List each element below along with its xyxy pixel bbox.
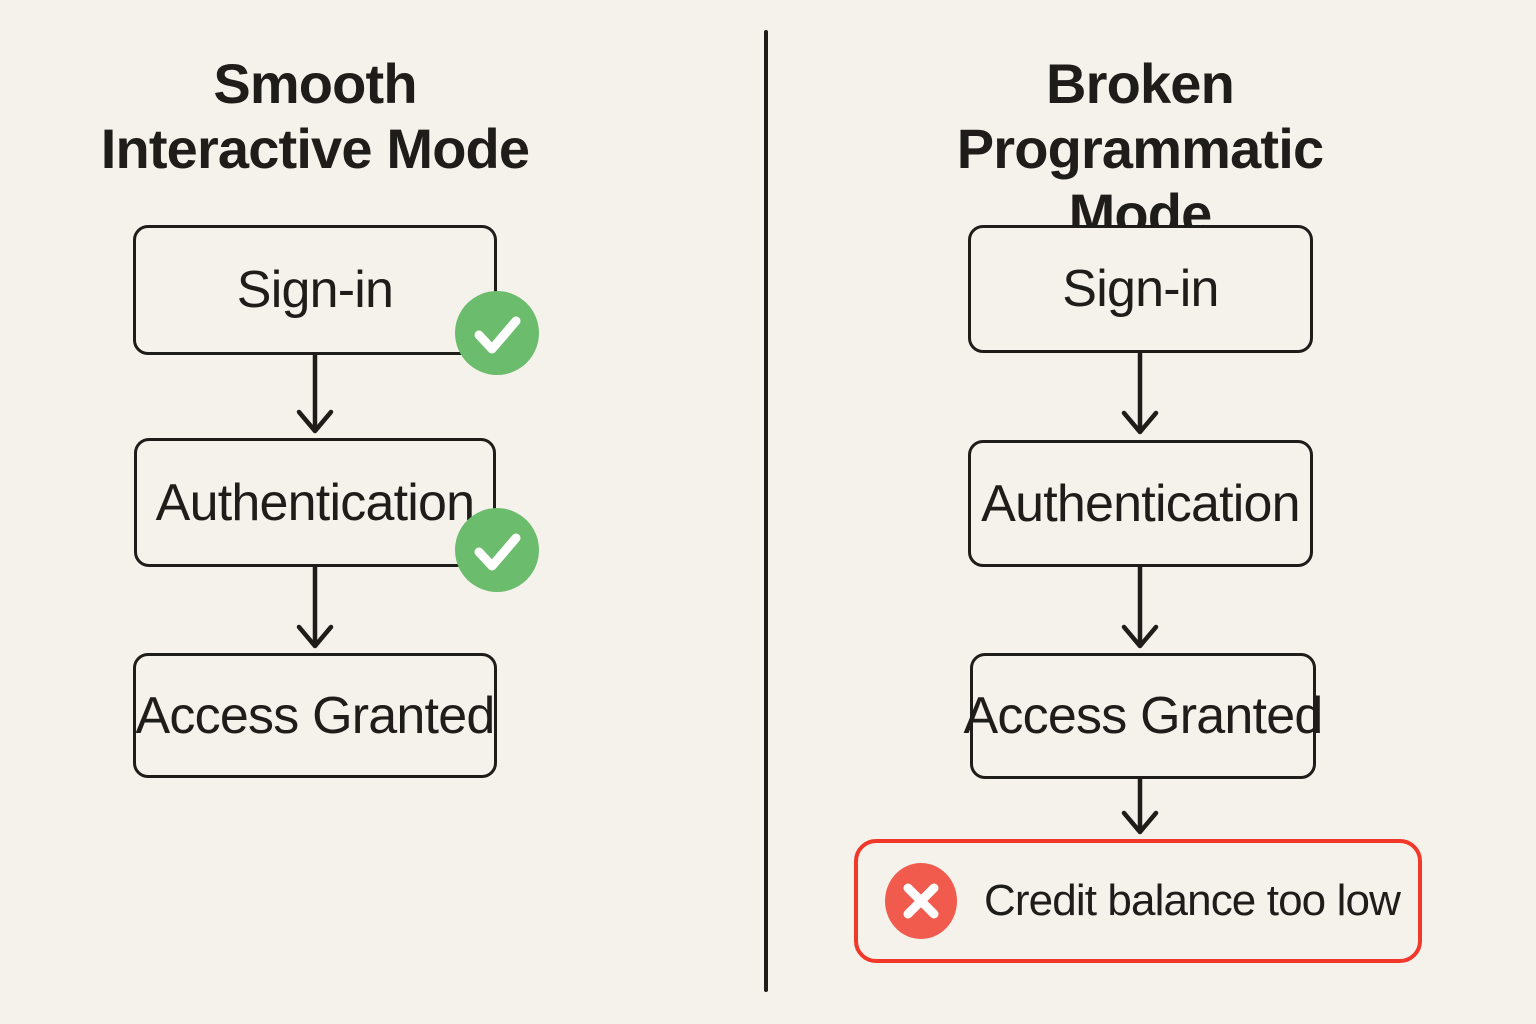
arrow-down-icon — [1118, 567, 1162, 651]
error-box: Credit balance too low — [854, 839, 1422, 963]
check-circle-icon — [455, 508, 539, 592]
right-title-line1: Broken Programmatic — [956, 52, 1324, 180]
left-title-line1: Smooth — [213, 52, 417, 115]
error-label: Credit balance too low — [984, 876, 1401, 925]
check-circle-icon — [455, 291, 539, 375]
flow-step-label: Sign-in — [236, 261, 394, 319]
left-title-line2: Interactive Mode — [100, 116, 530, 180]
flow-step-authentication-right: Authentication — [968, 440, 1313, 567]
flow-step-signin-left: Sign-in — [133, 225, 539, 375]
arrow-down-icon — [293, 354, 337, 436]
arrow-down-icon — [1118, 779, 1162, 837]
flow-step-label: Sign-in — [1062, 260, 1219, 318]
flow-step-authentication-left: Authentication — [134, 438, 539, 592]
right-column-title: Broken Programmatic Mode — [880, 52, 1400, 247]
left-column-title: Smooth Interactive Mode — [55, 52, 575, 182]
flow-step-label: Authentication — [155, 473, 475, 532]
vertical-divider — [764, 30, 768, 992]
arrow-down-icon — [293, 567, 337, 651]
flow-step-label: Authentication — [981, 474, 1300, 533]
flow-step-access-granted-left: Access Granted — [133, 653, 497, 778]
flow-step-label: Access Granted — [135, 686, 495, 745]
arrow-down-icon — [1118, 353, 1162, 437]
flow-step-label: Access Granted — [963, 687, 1323, 745]
flow-step-signin-right: Sign-in — [968, 225, 1313, 353]
flow-step-access-granted-right: Access Granted — [963, 653, 1323, 779]
x-circle-icon — [884, 863, 958, 939]
